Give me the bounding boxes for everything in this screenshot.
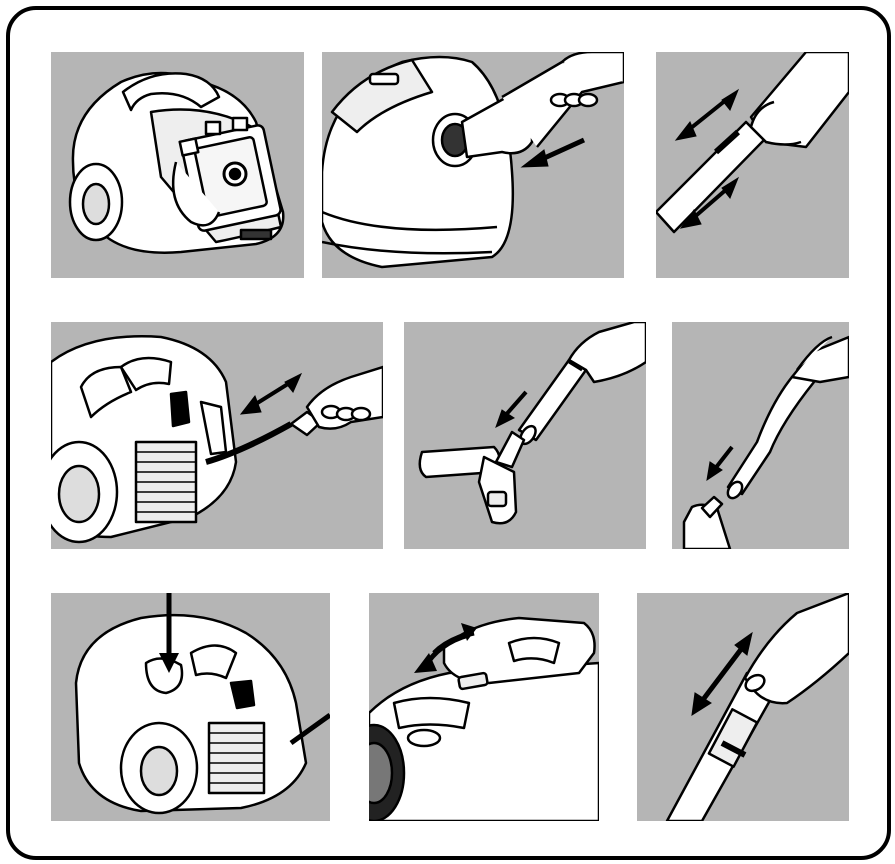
- air-slide-icon: [637, 593, 849, 821]
- floor-nozzle-attach-icon: [404, 322, 646, 549]
- panel-connect-hose-handle: [51, 322, 383, 549]
- panel-adjust-suction-control: [369, 593, 599, 821]
- hose-handle-connect-icon: [51, 322, 383, 549]
- hose-insert-icon: [322, 52, 624, 278]
- panel-adjust-telescopic-tube: [656, 52, 849, 278]
- panel-open-bag-compartment: [51, 52, 304, 278]
- telescopic-tube-icon: [656, 52, 849, 278]
- suction-control-icon: [369, 593, 599, 821]
- cord-rewind-button-icon: [51, 593, 330, 821]
- panel-open-air-slide: [637, 593, 849, 821]
- panel-attach-tube-to-handle: [672, 322, 849, 549]
- panel-insert-hose: [322, 52, 624, 278]
- vacuum-bag-compartment-icon: [51, 52, 304, 278]
- panel-press-cord-rewind: [51, 593, 330, 821]
- tube-handle-attach-icon: [672, 322, 849, 549]
- panel-attach-floor-nozzle: [404, 322, 646, 549]
